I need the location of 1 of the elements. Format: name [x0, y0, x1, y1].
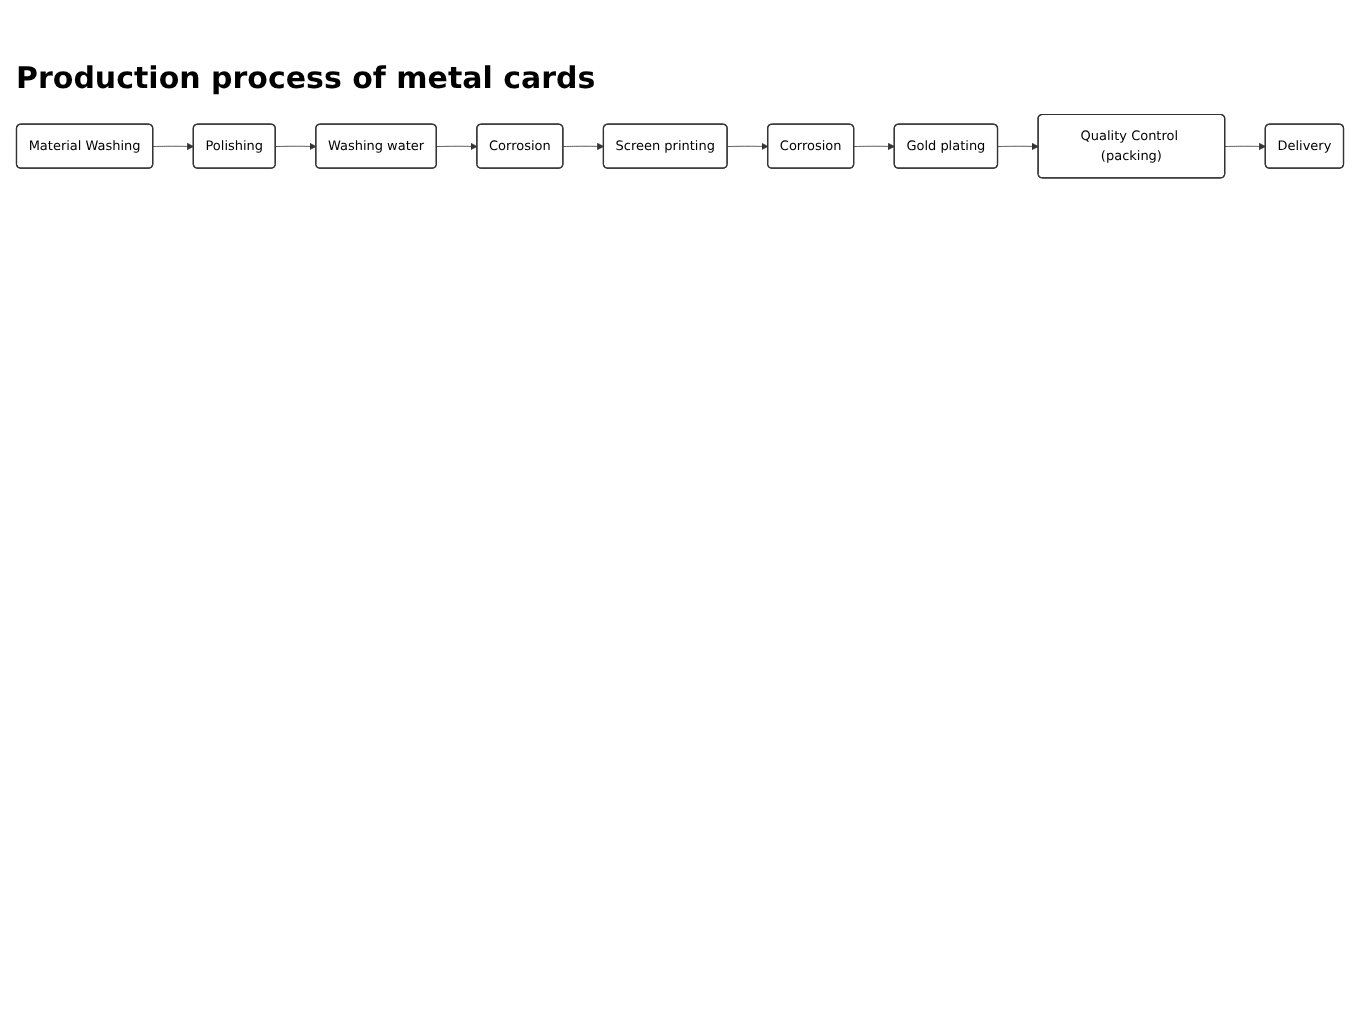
diagram-title: Production process of metal cards [16, 60, 596, 96]
